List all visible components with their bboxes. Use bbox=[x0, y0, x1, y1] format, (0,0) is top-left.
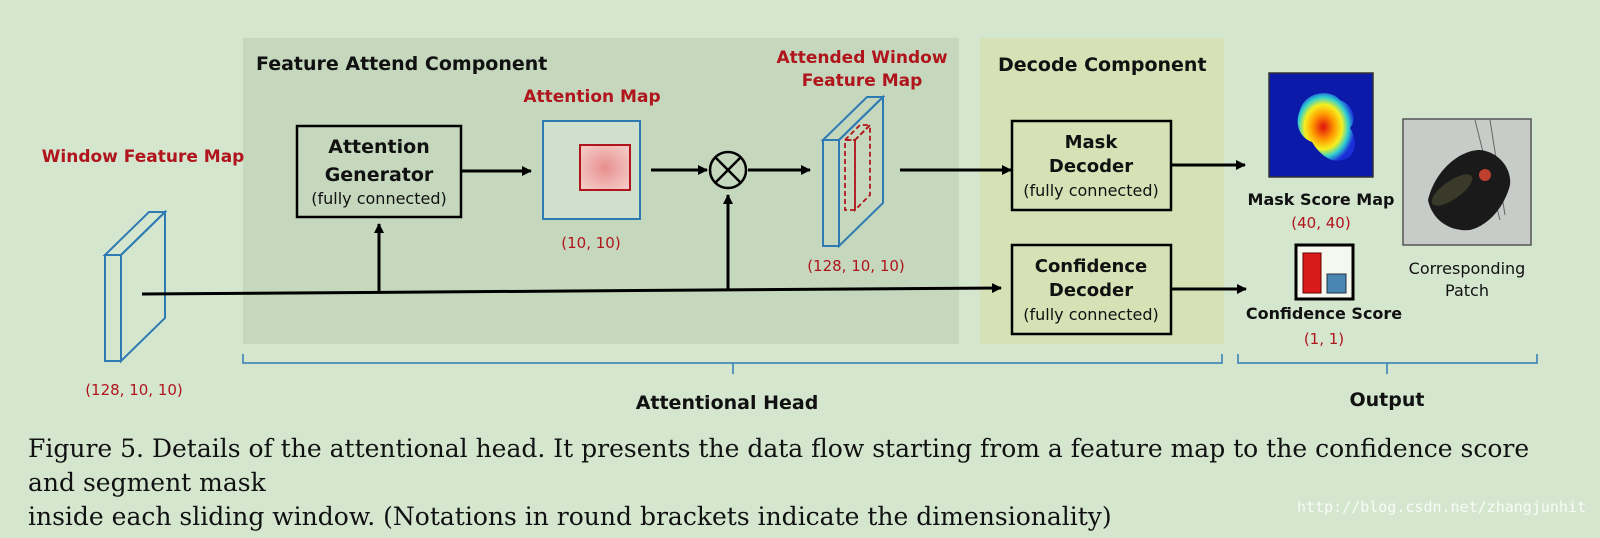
caption-line-1: Figure 5. Details of the attentional hea… bbox=[28, 434, 1530, 497]
attention-map-dims: (10, 10) bbox=[561, 234, 620, 252]
confidence-score-dims: (1, 1) bbox=[1304, 330, 1344, 348]
corresponding-patch-photo bbox=[1402, 118, 1532, 246]
attention-map-region bbox=[579, 144, 631, 191]
confidence-decoder-box bbox=[1010, 243, 1173, 336]
attentional-head-label: Attentional Head bbox=[636, 392, 819, 414]
window-feature-map-slab bbox=[102, 209, 168, 364]
output-label: Output bbox=[1350, 389, 1425, 411]
mask-decoder-sub: (fully connected) bbox=[1023, 181, 1158, 200]
watermark: http://blog.csdn.net/zhangjunhit bbox=[1297, 498, 1586, 516]
window-feature-map-dims: (128, 10, 10) bbox=[85, 381, 183, 399]
mask-decoder-line2: Decoder bbox=[1049, 156, 1133, 177]
figure-caption: Figure 5. Details of the attentional hea… bbox=[28, 432, 1573, 534]
attended-map-dims: (128, 10, 10) bbox=[807, 257, 905, 275]
mask-decoder-box bbox=[1010, 119, 1173, 212]
mask-score-map-title: Mask Score Map bbox=[1248, 190, 1395, 209]
decode-panel bbox=[980, 38, 1224, 344]
confidence-score-title: Confidence Score bbox=[1246, 304, 1402, 323]
attention-generator-box bbox=[295, 124, 463, 219]
window-feature-map-title: Window Feature Map bbox=[42, 147, 245, 167]
attentional-head-bracket bbox=[242, 354, 1223, 374]
attention-generator-line1: Attention bbox=[328, 136, 429, 158]
attention-generator-line2: Generator bbox=[325, 164, 434, 186]
attention-generator-sub: (fully connected) bbox=[311, 189, 446, 208]
output-bracket bbox=[1237, 354, 1538, 374]
corresponding-patch-line2: Patch bbox=[1445, 281, 1489, 300]
feature-attend-title: Feature Attend Component bbox=[256, 53, 547, 75]
mask-decoder-line1: Mask bbox=[1065, 132, 1119, 153]
confidence-decoder-sub: (fully connected) bbox=[1023, 305, 1158, 324]
attended-region-box bbox=[842, 122, 873, 213]
mask-score-map-dims: (40, 40) bbox=[1291, 214, 1350, 232]
data-flow-lines bbox=[141, 160, 1247, 296]
attended-map-slab bbox=[820, 94, 886, 249]
confidence-score-glyph bbox=[1294, 243, 1355, 301]
attended-map-title-line2: Feature Map bbox=[802, 71, 923, 91]
attentional-head-diagram: Feature Attend Component Decode Componen… bbox=[42, 38, 1538, 414]
decode-title: Decode Component bbox=[998, 54, 1207, 76]
confidence-decoder-line1: Confidence bbox=[1035, 256, 1148, 277]
confidence-decoder-line2: Decoder bbox=[1049, 280, 1133, 301]
mask-score-heatmap bbox=[1268, 72, 1374, 178]
attended-map-title-line1: Attended Window bbox=[776, 48, 947, 68]
multiply-operator bbox=[708, 150, 748, 190]
attention-map-title: Attention Map bbox=[523, 87, 660, 107]
caption-line-2: inside each sliding window. (Notations i… bbox=[28, 502, 1112, 531]
corresponding-patch-line1: Corresponding bbox=[1409, 259, 1526, 278]
